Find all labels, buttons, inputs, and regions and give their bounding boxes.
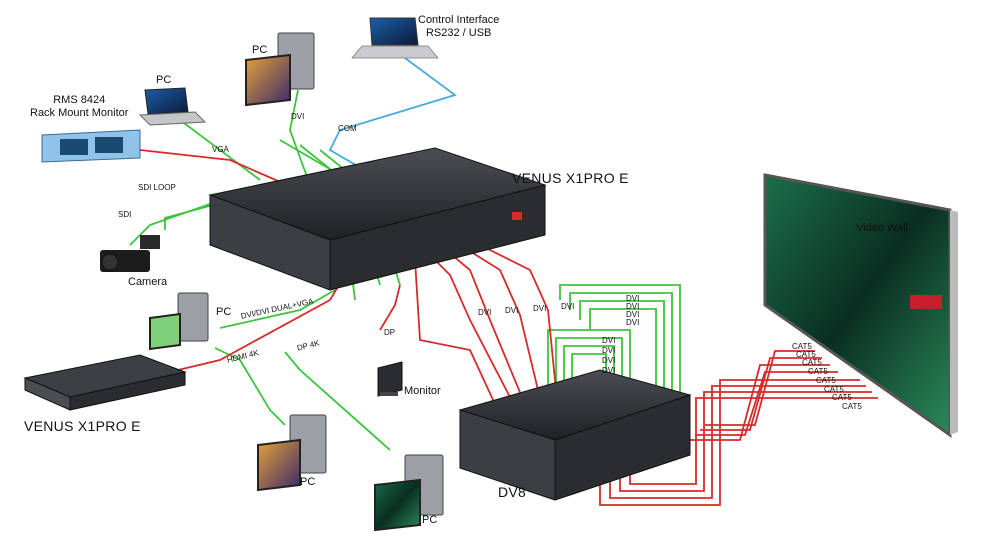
control-interface-label: Control Interface RS232 / USB	[418, 14, 499, 40]
pc-bottom-2	[374, 454, 444, 532]
dvi-loop-6: DVI	[602, 346, 616, 355]
cat5-8: CAT5	[842, 402, 862, 411]
dvi-loop-8: DVI	[602, 366, 616, 375]
pc-laptop	[138, 87, 207, 126]
dvi-loop-3: DVI	[626, 310, 640, 319]
dvi-output-4: DVI	[561, 302, 575, 311]
venus-left-label: VENUS X1PRO E	[24, 418, 141, 434]
cat5-7: CAT5	[832, 393, 852, 402]
rms-subtitle: Rack Mount Monitor	[30, 107, 129, 119]
dvi-loop-2: DVI	[626, 302, 640, 311]
sdi-loop-label: SDI LOOP	[138, 183, 176, 192]
camera-label: Camera	[128, 276, 168, 288]
dvi-loop-4: DVI	[626, 318, 640, 327]
dv8-label: DV8	[498, 484, 527, 500]
dvi-output-2: DVI	[505, 306, 519, 315]
cat5-5: CAT5	[816, 376, 836, 385]
pc-bottom-2-label: PC	[422, 514, 438, 526]
pc-top	[245, 32, 315, 107]
dvi-loop-5: DVI	[602, 336, 616, 345]
vga-label: VGA	[212, 145, 229, 154]
dvi-loop-7: DVI	[602, 356, 616, 365]
cat5-6: CAT5	[824, 385, 844, 394]
video-wall	[763, 173, 958, 438]
pc-bottom-1	[257, 414, 327, 492]
camera	[100, 235, 160, 272]
control-interface-subtitle: RS232 / USB	[425, 27, 492, 39]
pc-laptop-label: PC	[156, 74, 172, 86]
cat5-2: CAT5	[796, 350, 816, 359]
dvi-output-3: DVI	[533, 304, 547, 313]
rms-label: RMS 8424 Rack Mount Monitor	[30, 94, 128, 120]
monitor	[377, 361, 403, 397]
red-cables	[139, 149, 878, 506]
dp-label: DP	[384, 328, 396, 337]
cat5-1: CAT5	[792, 342, 812, 351]
venus-left-rack	[23, 354, 187, 411]
dvi-output-1: DVI	[478, 308, 492, 317]
dvi-top-label: DVI	[291, 112, 305, 121]
dvi-loop-1: DVI	[626, 294, 640, 303]
cat5-4: CAT5	[808, 367, 828, 376]
pc-left-label: PC	[216, 306, 232, 318]
control-interface-title: Control Interface	[418, 14, 500, 26]
rms-title: RMS 8424	[53, 94, 106, 106]
monitor-label: Monitor	[404, 385, 441, 397]
control-interface-laptop	[351, 17, 439, 59]
cat5-3: CAT5	[802, 358, 822, 367]
dv8-unit	[458, 369, 692, 501]
video-wall-label: Video Wall	[856, 222, 908, 234]
pc-top-label: PC	[252, 44, 268, 56]
com-label: COM	[338, 124, 357, 133]
pc-bottom-1-label: PC	[300, 476, 316, 488]
venus-main-rack	[208, 147, 547, 291]
venus-main-label: VENUS X1PRO E	[512, 170, 629, 186]
sdi-label: SDI	[118, 210, 132, 219]
green-cables	[129, 89, 681, 451]
rms-rack-monitor	[41, 129, 141, 163]
pc-left	[149, 292, 209, 351]
